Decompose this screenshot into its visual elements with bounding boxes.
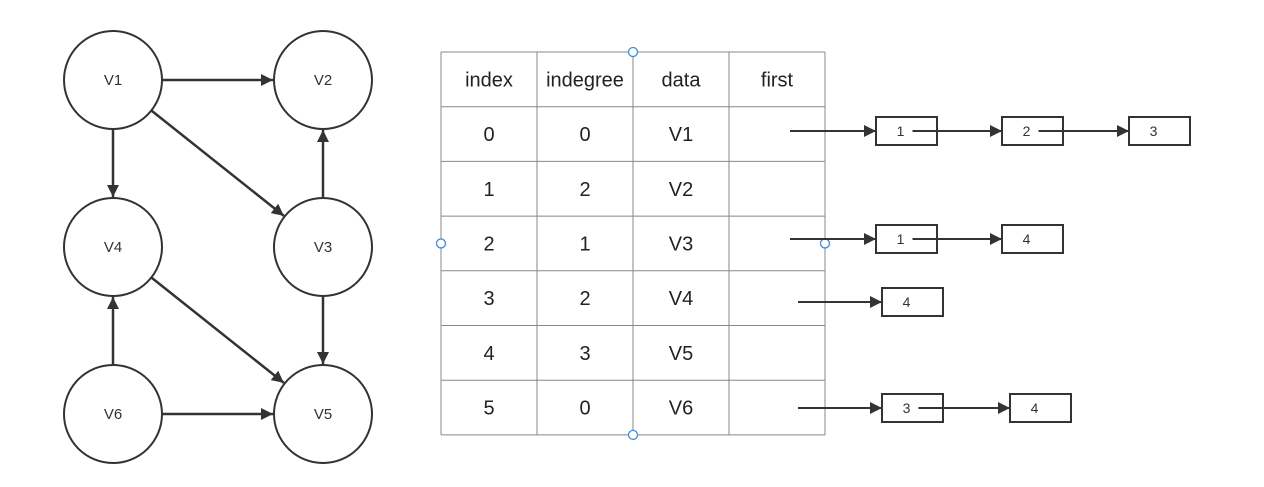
node-v2: V2 (273, 30, 373, 130)
column-header-data: data (662, 69, 702, 91)
edge-v1-v3 (150, 109, 285, 217)
list-node-box (881, 287, 944, 317)
list-node-box (1009, 393, 1072, 423)
table-cell-data: V2 (669, 179, 693, 201)
node-circle (273, 364, 373, 464)
table-cell-indegree: 1 (579, 233, 590, 255)
table-cell-index: 2 (483, 233, 494, 255)
table-cell-data: V3 (669, 233, 693, 255)
list-node-value: 1 (897, 123, 905, 139)
table-cell-data: V4 (669, 288, 693, 310)
list-node-box (1001, 224, 1064, 254)
node-label: V5 (314, 406, 332, 423)
list-node-value: 2 (1023, 123, 1031, 139)
table-cell-indegree: 2 (579, 288, 590, 310)
graph-edges (107, 74, 329, 420)
handle-top[interactable] (627, 46, 639, 58)
table-cell-indegree: 3 (579, 343, 590, 365)
node-label: V3 (314, 239, 332, 256)
node-v1: V1 (63, 30, 163, 130)
list-node-value: 4 (1023, 231, 1031, 247)
table-cell-index: 1 (483, 179, 494, 201)
table-cell-indegree: 2 (579, 179, 590, 201)
node-v6: V6 (63, 364, 163, 464)
table-cell-index: 0 (483, 124, 494, 146)
adjacency-list-row-0: 1 2 3 (790, 116, 1191, 146)
table-cell-index: 5 (483, 398, 494, 420)
table-cell-data: V1 (669, 124, 693, 146)
node-v4: V4 (63, 197, 163, 297)
list-node-box (1128, 116, 1191, 146)
table-cell-indegree: 0 (579, 398, 590, 420)
list-node-value: 3 (1150, 123, 1158, 139)
table-cell-data: V5 (669, 343, 693, 365)
table-cell-index: 3 (483, 288, 494, 310)
column-header-indegree: indegree (546, 69, 624, 91)
table-grid (440, 51, 826, 436)
list-node-value: 3 (903, 400, 911, 416)
handle-left[interactable] (435, 238, 447, 249)
table-cell-data: V6 (669, 398, 693, 420)
table-cell-index: 4 (483, 343, 494, 365)
node-label: V4 (104, 239, 122, 256)
node-circle (63, 197, 163, 297)
edge-v4-v5 (150, 276, 285, 384)
column-header-first: first (761, 69, 794, 91)
list-node-value: 4 (1031, 400, 1039, 416)
table-cell-indegree: 0 (579, 124, 590, 146)
node-circle (63, 30, 163, 130)
adjacency-list-row-3: 4 (798, 287, 944, 317)
node-circle (63, 364, 163, 464)
node-label: V2 (314, 72, 332, 89)
handle-right[interactable] (819, 238, 831, 249)
column-header-index: index (465, 69, 513, 91)
node-label: V1 (104, 72, 122, 89)
list-node-value: 4 (903, 294, 911, 310)
node-circle (273, 197, 373, 297)
node-v5: V5 (273, 364, 373, 464)
list-node-value: 1 (897, 231, 905, 247)
node-circle (273, 30, 373, 130)
node-label: V6 (104, 406, 122, 423)
handle-bottom[interactable] (627, 429, 639, 441)
node-v3: V3 (273, 197, 373, 297)
